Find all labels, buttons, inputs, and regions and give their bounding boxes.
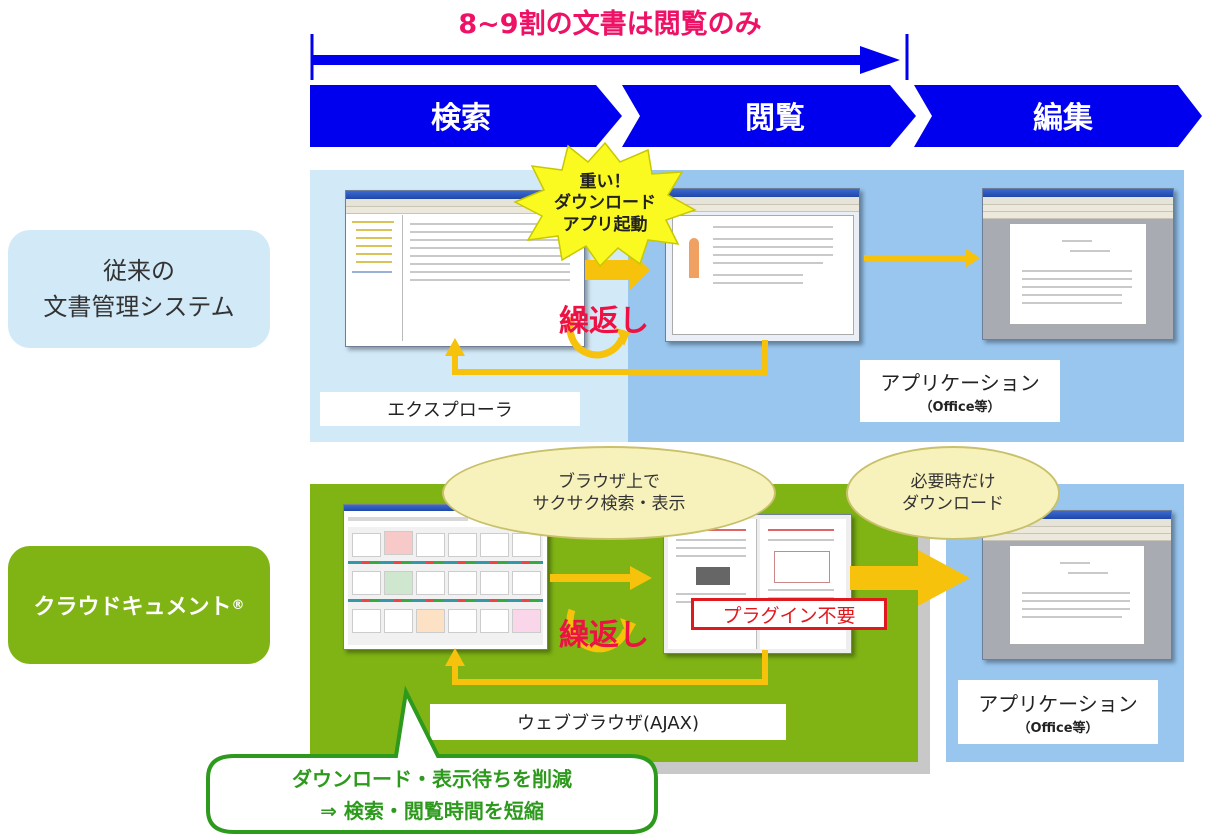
stage-view: 閲覧	[745, 101, 805, 136]
viewer-screenshot	[665, 188, 860, 342]
plugin-free-label: プラグイン不要	[691, 598, 887, 630]
legacy-repeat-label: 繰返し	[559, 304, 649, 339]
span-arrow	[310, 34, 909, 80]
cloud-app-sublabel: （Office等）	[1017, 721, 1099, 736]
web-browser-label: ウェブブラウザ(AJAX)	[430, 704, 786, 740]
legacy-row-label: 従来の 文書管理システム	[8, 230, 270, 348]
cloud-app-label: アプリケーション	[978, 692, 1138, 716]
cloud-app-box: アプリケーション （Office等）	[958, 680, 1158, 744]
cloud-flow-arrows	[445, 550, 970, 685]
callout-line-2: ⇒ 検索・閲覧時間を短縮	[320, 798, 544, 823]
warning-burst	[513, 141, 697, 268]
burst-text: 重い！ ダウンロード アプリ起動	[554, 172, 656, 235]
explorer-label: エクスプローラ	[320, 392, 580, 426]
book-viewer-screenshot	[663, 514, 852, 654]
callout-line-1: ダウンロード・表示待ちを削減	[292, 766, 572, 791]
cloud-row-name: クラウドキュメント	[33, 595, 232, 620]
legacy-app-box: アプリケーション （Office等）	[860, 360, 1060, 422]
legacy-word-screenshot	[982, 188, 1174, 340]
legacy-app-label: アプリケーション	[880, 371, 1040, 395]
stage-edit: 編集	[1033, 101, 1093, 136]
cloud-word-screenshot	[982, 510, 1172, 660]
legacy-app-sublabel: （Office等）	[919, 400, 1001, 415]
cloud-row-label: クラウドキュメント®	[8, 546, 270, 664]
browse-search-oval: ブラウザ上で サクサク検索・表示	[442, 446, 776, 540]
stage-search: 検索	[431, 101, 491, 136]
registered-mark: ®	[231, 597, 245, 613]
header-title: 8~9割の文書は閲覧のみ	[458, 8, 762, 40]
stage-chevrons	[310, 85, 1202, 147]
callout-bubble	[206, 685, 658, 834]
cloud-repeat-label: 繰返し	[559, 618, 649, 653]
download-oval: 必要時だけ ダウンロード	[846, 446, 1060, 540]
thumbnail-grid-screenshot	[343, 504, 548, 650]
